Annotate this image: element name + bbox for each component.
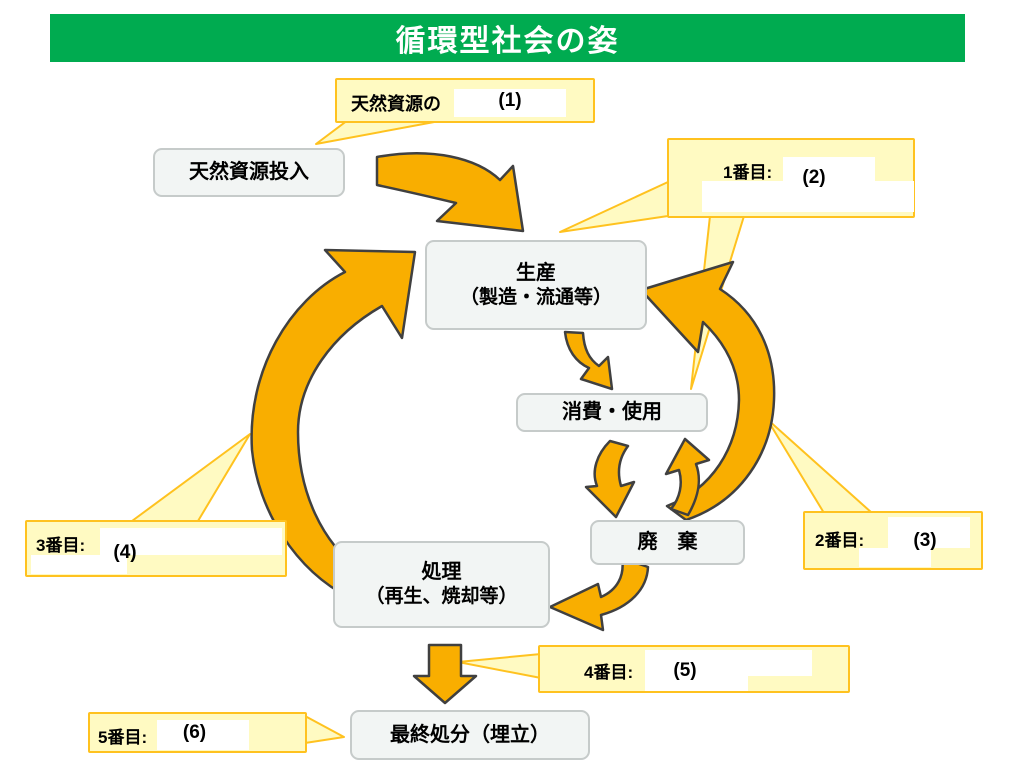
answer-blank-6[interactable] [157, 720, 249, 750]
answer-number-1: (1) [498, 90, 522, 111]
node-final-disposal: 最終処分（埋立） [350, 710, 590, 760]
first-callout-tail-left [559, 181, 669, 233]
node-label: 廃 棄 [637, 531, 698, 553]
arrow-consumption-to-disposal [584, 439, 636, 519]
answer-number-6: (6) [182, 722, 207, 743]
answer-blank-4a[interactable] [100, 528, 282, 555]
node-consumption: 消費・使用 [516, 393, 708, 432]
node-production: 生産 （製造・流通等） [425, 240, 647, 330]
answer-blank-5b[interactable] [645, 676, 748, 691]
node-label: 天然資源投入 [189, 161, 309, 183]
answer-blank-3b[interactable] [859, 548, 931, 567]
callout-second: 2番目: (3) [803, 511, 983, 570]
page-title: 循環型社会の姿 [395, 25, 620, 58]
answer-blank-5a[interactable] [645, 650, 812, 676]
callout-first: 1番目: (2) [667, 138, 915, 218]
answer-blank-1[interactable] [454, 89, 566, 117]
callout-fourth: 4番目: (5) [538, 645, 850, 693]
second-callout-tail [766, 418, 873, 514]
arrow-recycle-right-loop [639, 260, 776, 522]
node-label: 消費・使用 [562, 401, 662, 423]
node-label-line2: （再生、焼却等） [365, 586, 518, 608]
callout-natural-resource: 天然資源の (1) [335, 78, 595, 123]
node-label-line2: （製造・流通等） [459, 286, 612, 308]
answer-number-3: (3) [913, 530, 937, 551]
title-bar: 循環型社会の姿 [50, 14, 965, 62]
arrow-input-to-production [375, 152, 525, 233]
arrow-recycle-left-loop [250, 248, 417, 600]
third-callout-tail [131, 433, 251, 522]
answer-number-2: (2) [802, 167, 826, 188]
node-disposal: 廃 棄 [590, 520, 745, 565]
callout-third: 3番目: (4) [25, 520, 287, 577]
node-label: 最終処分（埋立） [390, 723, 550, 746]
answer-number-5: (5) [673, 660, 697, 681]
callout-label: 4番目: [584, 663, 634, 682]
answer-blank-4b[interactable] [31, 555, 127, 574]
answer-number-4: (4) [113, 542, 137, 563]
answer-blank-2a[interactable] [783, 157, 875, 181]
answer-blank-2b[interactable] [702, 181, 914, 212]
arrow-production-to-consumption [563, 330, 614, 391]
callout-label: 2番目: [815, 531, 865, 550]
callout-label: 天然資源の [351, 94, 441, 114]
callout-label: 3番目: [36, 536, 86, 555]
node-natural-resource-input: 天然資源投入 [153, 148, 345, 197]
node-label-line1: 処理 [421, 561, 462, 584]
answer-blank-3a[interactable] [888, 517, 970, 548]
arrow-treatment-to-final [412, 643, 478, 705]
fourth-callout-tail [457, 653, 542, 679]
fifth-callout-tail [304, 715, 345, 744]
callout-label: 1番目: [723, 163, 773, 182]
node-label-line1: 生産 [516, 261, 556, 284]
callout-label: 5番目: [98, 728, 148, 747]
arrow-disposal-to-consumption [664, 437, 711, 517]
arrow-disposal-to-treatment [548, 556, 650, 632]
callout-fifth: 5番目: (6) [88, 712, 307, 753]
node-treatment: 処理 （再生、焼却等） [333, 541, 550, 628]
resource-callout-tail [315, 119, 446, 145]
